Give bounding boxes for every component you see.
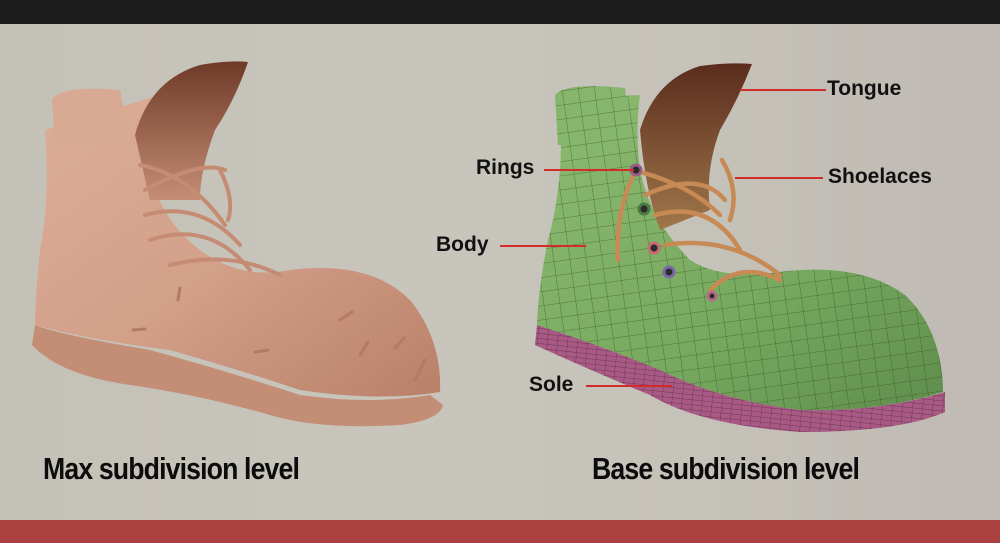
base-mesh-boot <box>535 63 945 432</box>
top-bar <box>0 0 1000 24</box>
left-caption: Max subdivision level <box>43 451 300 486</box>
shoelaces-leader-line <box>735 177 823 179</box>
rings-leader-line <box>544 169 634 171</box>
tongue-label: Tongue <box>827 77 902 100</box>
tongue-leader-line <box>740 89 826 91</box>
high-poly-boot <box>32 61 443 427</box>
boots-illustration <box>32 61 945 432</box>
illustration-canvas: Tongue Rings Shoelaces Body Sole Max sub… <box>0 24 1000 520</box>
bottom-bar <box>0 520 1000 543</box>
sole-leader-line <box>586 385 672 387</box>
body-label: Body <box>436 233 489 256</box>
body-leader-line <box>500 245 586 247</box>
sole-label: Sole <box>529 373 574 396</box>
right-caption: Base subdivision level <box>592 451 860 486</box>
shoelaces-label: Shoelaces <box>828 165 932 188</box>
rings-label: Rings <box>476 156 535 179</box>
